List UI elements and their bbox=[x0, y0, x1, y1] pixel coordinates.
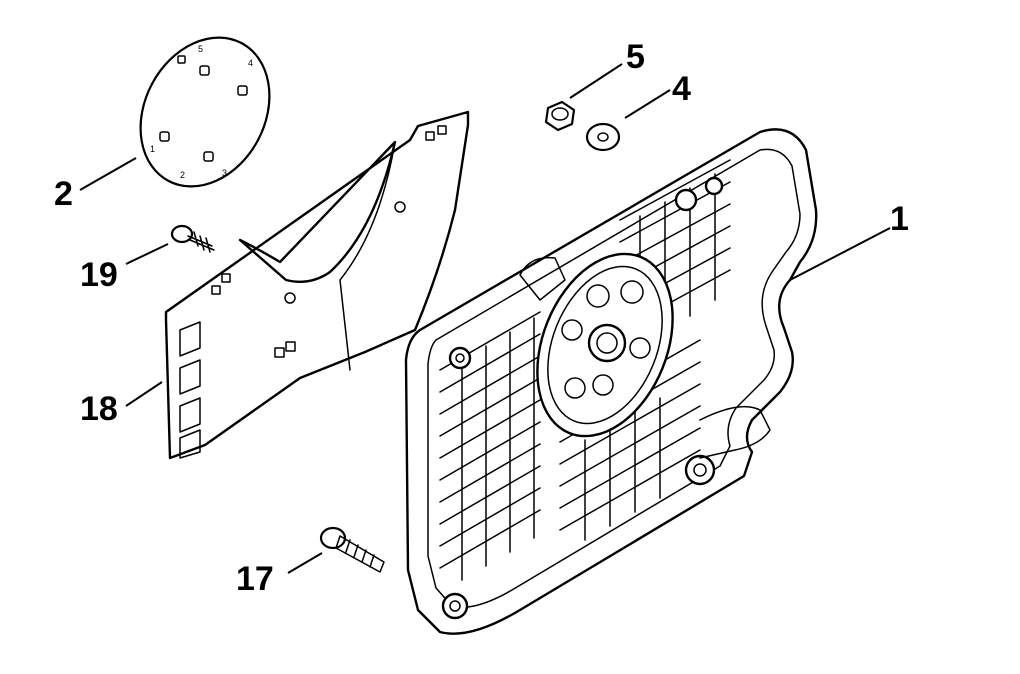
callout-1: 1 bbox=[890, 200, 909, 238]
part-18-chain-guard bbox=[164, 110, 470, 460]
leader-lines bbox=[79, 63, 891, 574]
part-2-disc-plate: 5 4 1 2 3 bbox=[139, 36, 271, 188]
part-4-washer bbox=[585, 122, 621, 152]
dial-mark-2: 2 bbox=[180, 170, 185, 180]
part-5-nut bbox=[544, 100, 576, 132]
callout-19: 19 bbox=[80, 256, 118, 294]
leader-5 bbox=[569, 63, 623, 99]
leader-17 bbox=[287, 552, 323, 574]
callout-4: 4 bbox=[672, 70, 691, 108]
callout-2: 2 bbox=[54, 175, 73, 213]
leader-4 bbox=[624, 89, 671, 119]
dial-mark-1: 1 bbox=[150, 144, 155, 154]
callout-labels: 1 2 4 5 17 18 19 bbox=[54, 38, 909, 598]
part-17-bolt bbox=[319, 526, 385, 573]
leader-1 bbox=[789, 227, 891, 281]
dial-mark-5: 5 bbox=[198, 44, 203, 54]
leader-2 bbox=[79, 157, 137, 191]
dial-mark-4: 4 bbox=[248, 58, 253, 68]
dial-mark-3: 3 bbox=[222, 168, 227, 178]
callout-17: 17 bbox=[236, 560, 274, 598]
callout-5: 5 bbox=[626, 38, 645, 76]
part-19-screw bbox=[170, 224, 215, 253]
leader-18 bbox=[125, 381, 163, 407]
callout-18: 18 bbox=[80, 390, 118, 428]
leader-19 bbox=[125, 243, 169, 265]
part-1-sprocket-cover bbox=[404, 128, 818, 635]
